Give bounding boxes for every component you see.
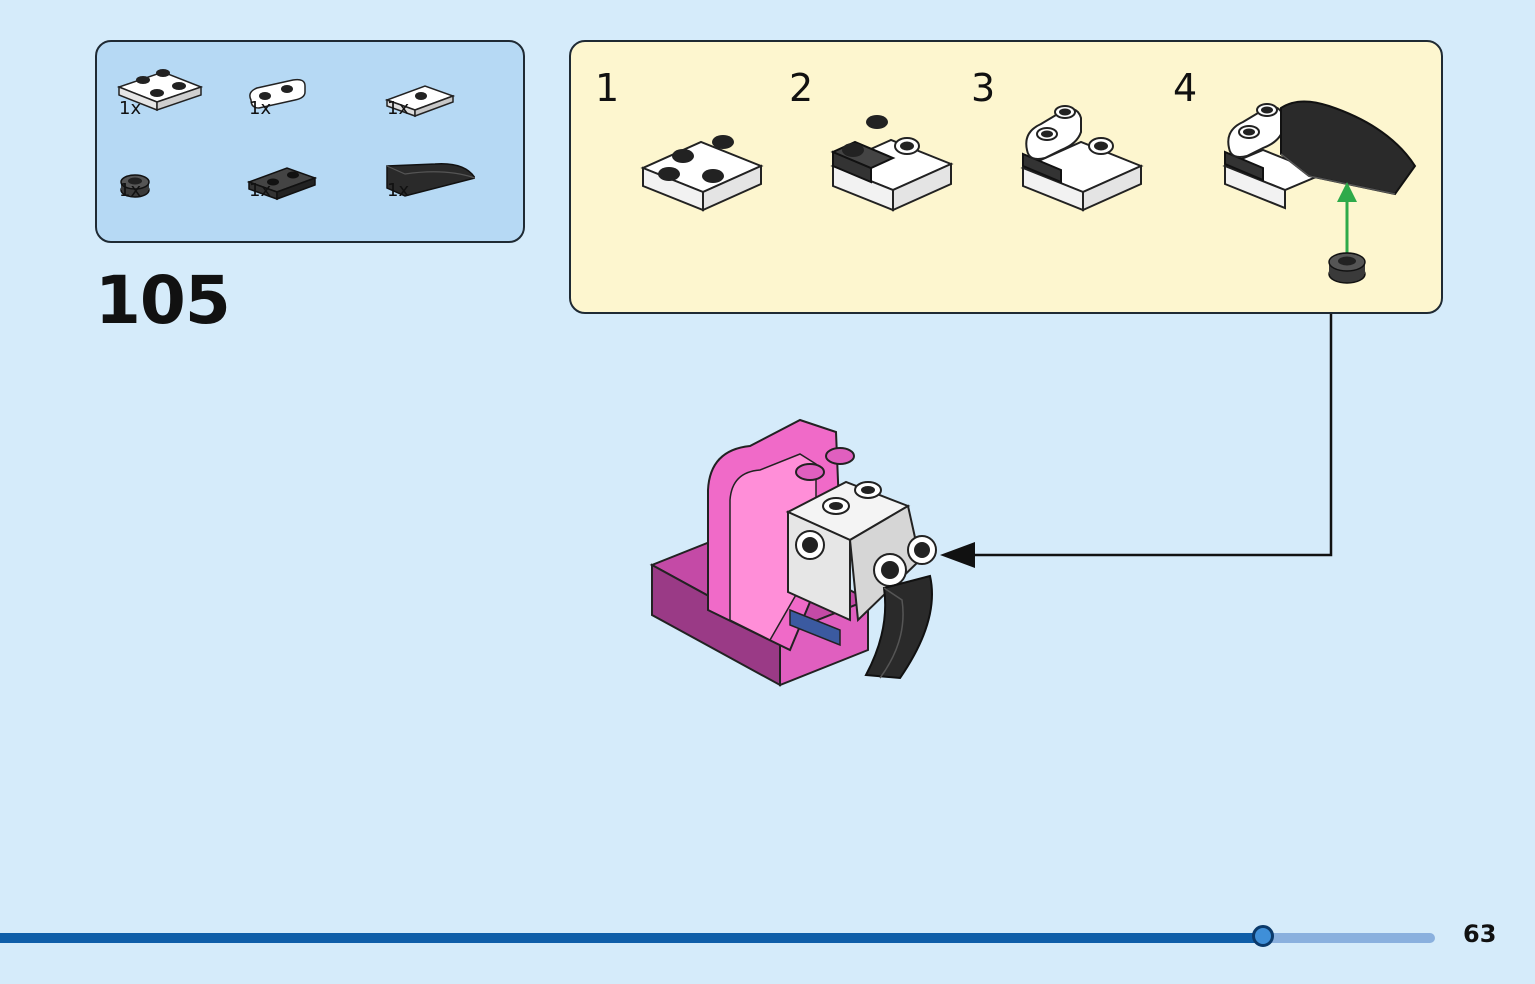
part-quantity: 1x (387, 180, 410, 201)
black-plate-1x2-icon (246, 167, 318, 201)
model-assembly-illustration (649, 418, 937, 687)
white-plate-1x2-rounded-icon (249, 78, 306, 109)
page-number: 63 (1463, 920, 1497, 948)
part-item: 1x (97, 124, 207, 201)
white-tile-1x2-with-stud-icon (384, 85, 456, 118)
substep-label: 4 (1173, 66, 1198, 110)
substep-label: 1 (595, 66, 620, 110)
part-quantity: 1x (249, 180, 272, 201)
part-item: 1x (227, 124, 337, 201)
dark-round-plate-1x1-icon (120, 174, 150, 198)
progress-marker (1252, 925, 1274, 947)
progress-fill (0, 933, 1263, 943)
part-item: 1x (365, 124, 475, 201)
part-quantity: 1x (119, 98, 142, 119)
part-item: 1x (227, 42, 337, 119)
substep-label: 2 (789, 66, 814, 110)
part-quantity: 1x (249, 98, 272, 119)
white-plate-2x2-icon (116, 69, 204, 112)
part-item: 1x (365, 42, 475, 119)
progress-remaining (1263, 933, 1435, 943)
substep-label: 3 (971, 66, 996, 110)
part-quantity: 1x (119, 180, 142, 201)
substep-4-assembly-icon (1222, 100, 1417, 284)
substep-panel: 1 2 3 4 (569, 40, 1443, 314)
book-progress-bar (0, 925, 1435, 947)
substep-2-assembly-icon (830, 115, 954, 212)
substep-3-assembly-icon (1020, 105, 1144, 212)
step-number: 105 (95, 262, 231, 339)
parts-list-panel: 1x 1x 1x 1x 1x (95, 40, 525, 243)
part-item: 1x (97, 42, 207, 119)
substep-1-assembly-icon (640, 135, 764, 212)
part-quantity: 1x (387, 98, 410, 119)
black-curved-slope-icon (386, 163, 475, 197)
